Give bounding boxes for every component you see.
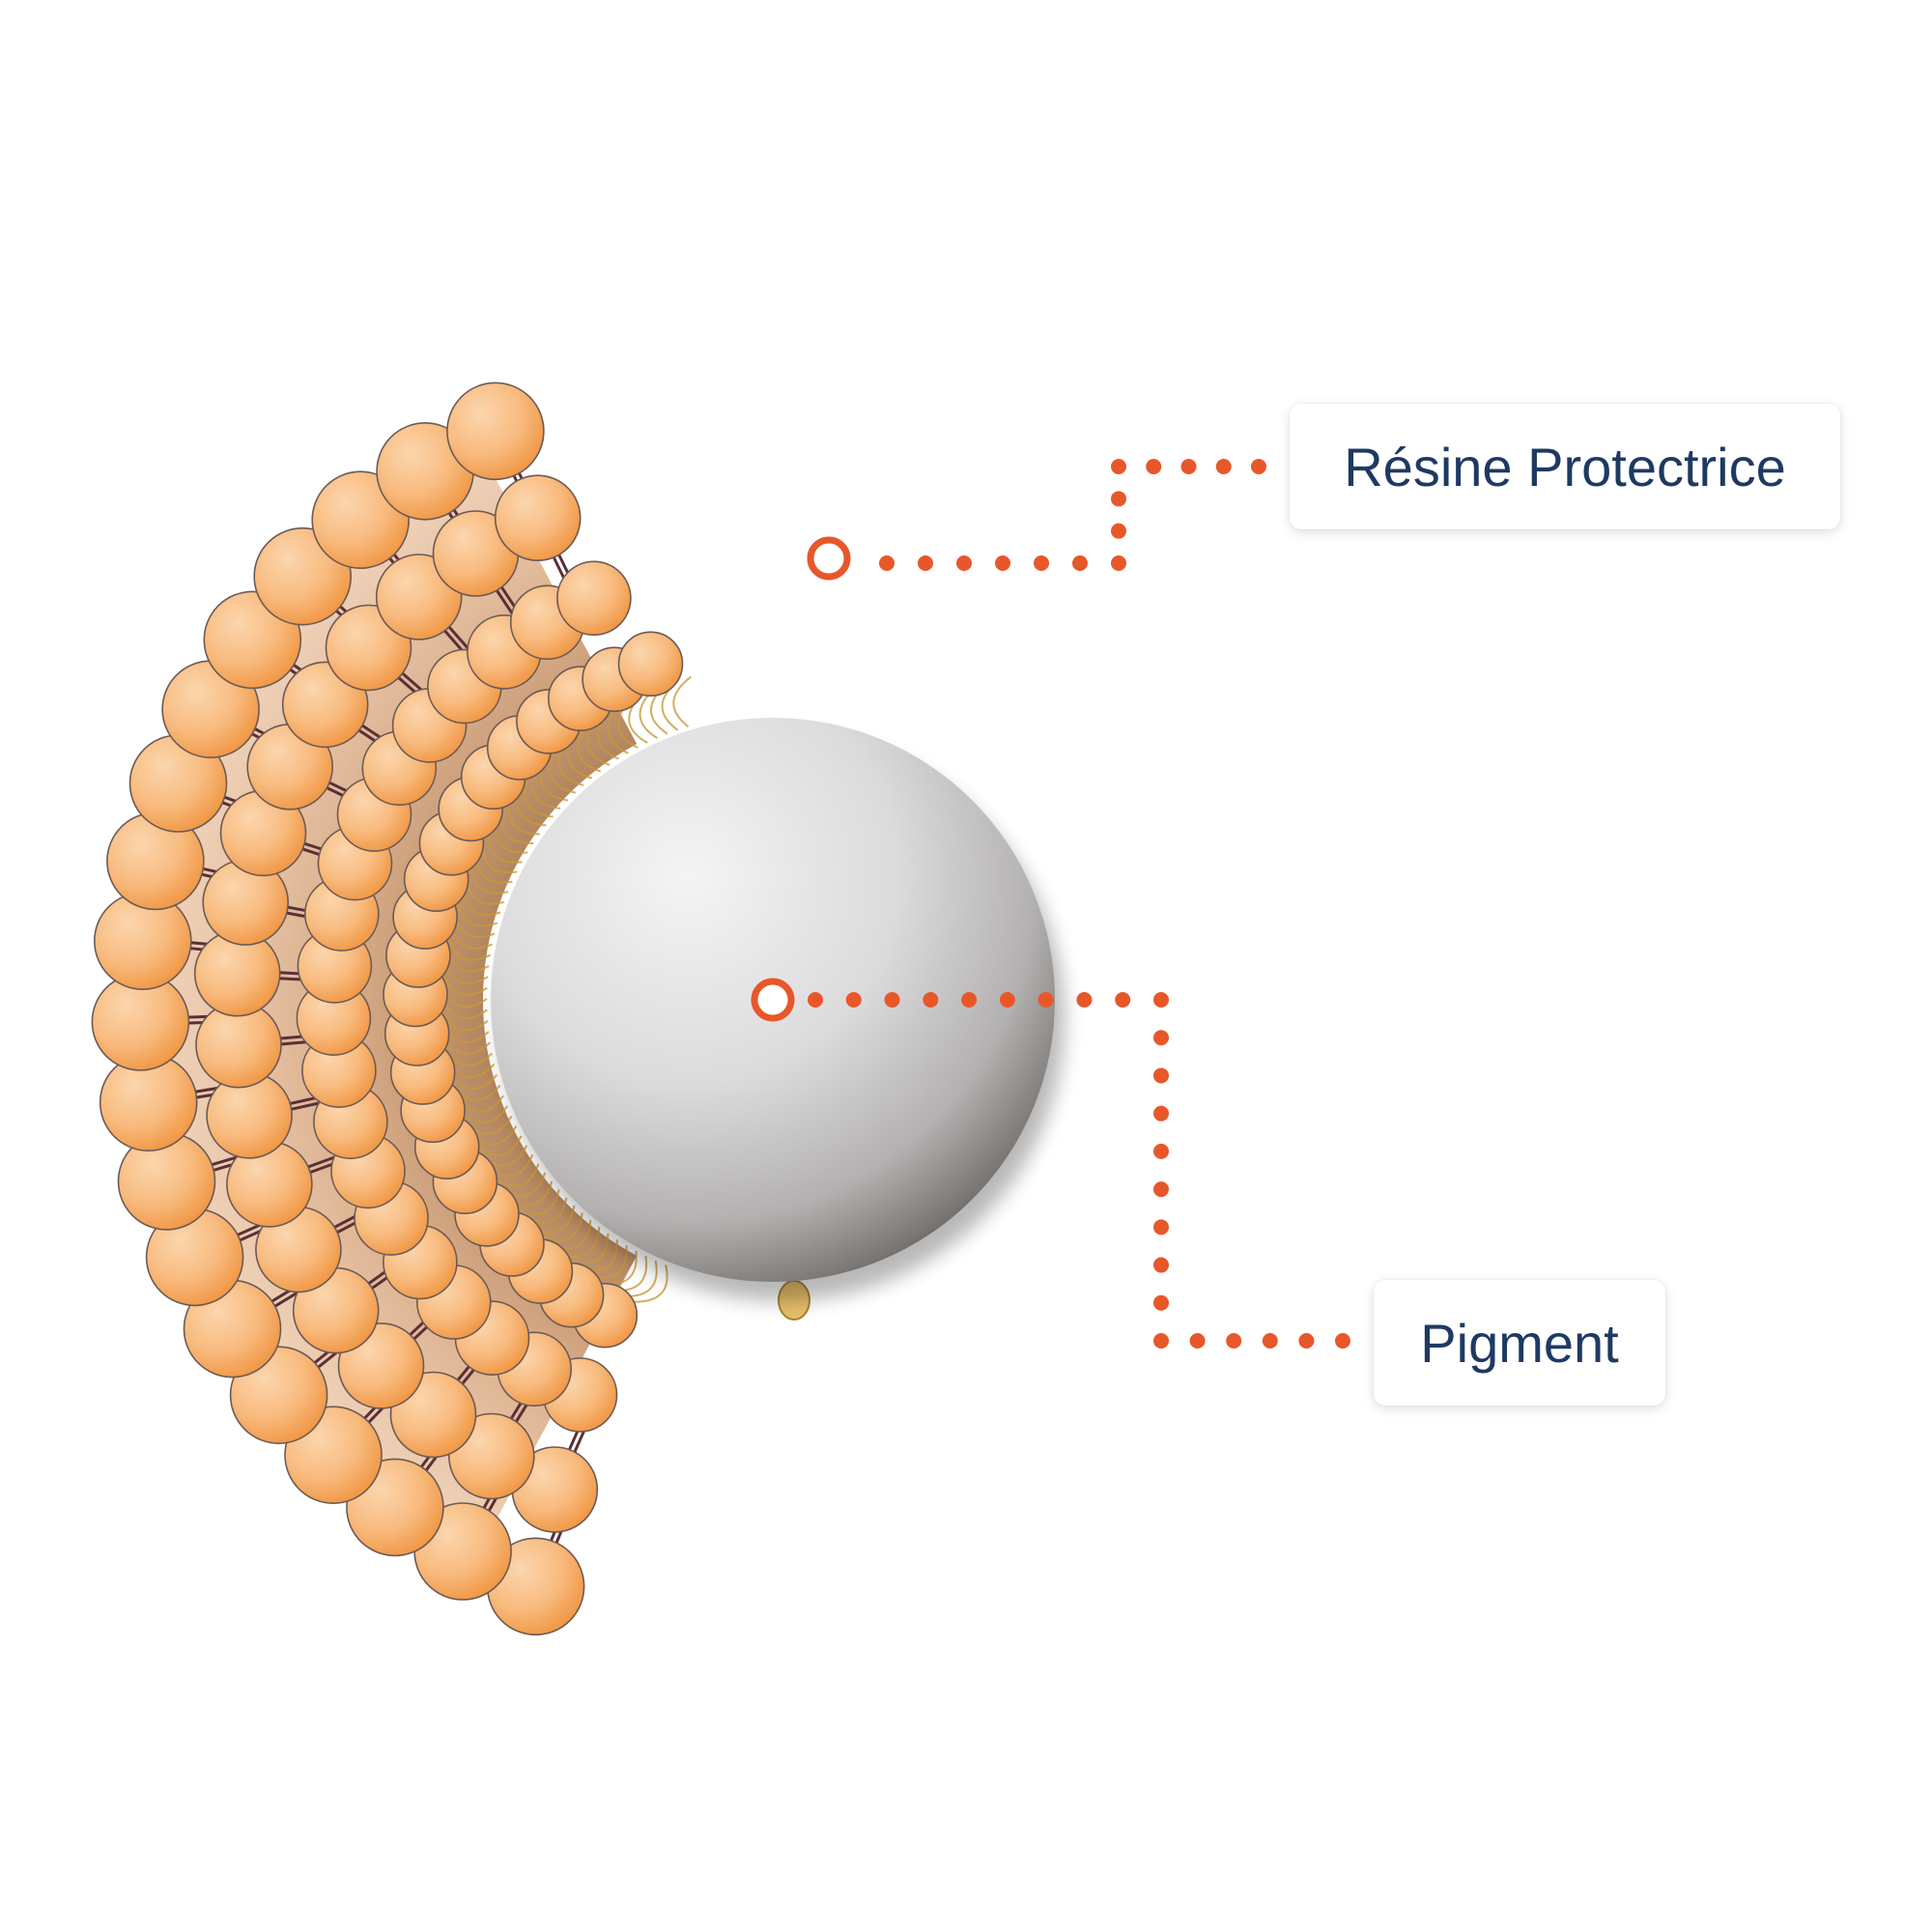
pigment-leader-line	[808, 992, 1350, 1349]
pigment-marker	[751, 978, 795, 1022]
resin-beads	[91, 382, 684, 1636]
resin-marker	[807, 536, 851, 581]
resin-label: Résine Protectrice	[1290, 404, 1840, 529]
pigment-label: Pigment	[1374, 1280, 1665, 1406]
resin-leader-line	[879, 459, 1266, 571]
